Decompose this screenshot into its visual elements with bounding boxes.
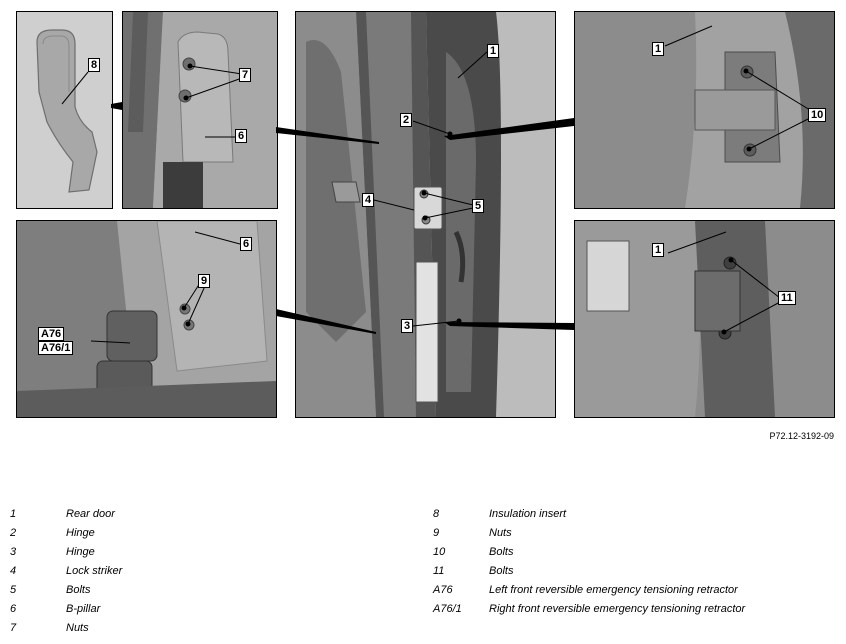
callout-5: 5 [472, 199, 485, 213]
legend-text: Bolts [489, 546, 514, 558]
legend-text: Bolts [66, 584, 91, 596]
b-pillar-lower-illustration [17, 221, 276, 417]
legend-number: 5 [10, 584, 17, 596]
callout-7: 7 [239, 68, 252, 82]
legend-number: 1 [10, 508, 17, 520]
legend-number: 2 [10, 527, 17, 539]
legend-text: Right front reversible emergency tension… [489, 603, 746, 615]
callout-9: 9 [198, 274, 211, 288]
legend-number: 9 [433, 527, 440, 539]
callout-a76-1: A76/1 [38, 341, 74, 355]
legend-number: 11 [433, 565, 445, 577]
callout-1-door: 1 [487, 44, 500, 58]
legend-text: Nuts [66, 622, 89, 634]
callout-3: 3 [401, 319, 414, 333]
panel-door-overview [295, 11, 556, 418]
legend-number: A76 [433, 584, 453, 596]
legend-number: 10 [433, 546, 446, 558]
panel-upper-hinge [574, 11, 835, 209]
callout-10: 10 [808, 108, 827, 122]
legend-text: Hinge [66, 546, 95, 558]
callout-6-lower: 6 [240, 237, 253, 251]
callout-a76: A76 [38, 327, 65, 341]
legend-number: 8 [433, 508, 440, 520]
legend-text: Lock striker [66, 565, 123, 577]
panel-b-pillar-retractors [16, 220, 277, 418]
door-overview-illustration [296, 12, 555, 417]
panel-lower-hinge [574, 220, 835, 418]
legend-number: 3 [10, 546, 17, 558]
callout-11: 11 [778, 291, 796, 305]
legend-number: 7 [10, 622, 17, 634]
callout-1-upper-hinge: 1 [652, 42, 665, 56]
legend-text: Rear door [66, 508, 115, 520]
callout-2: 2 [400, 113, 413, 127]
insulation-insert-illustration [17, 12, 112, 208]
callout-4: 4 [362, 193, 375, 207]
panel-insulation-insert [16, 11, 113, 209]
callout-6-upper: 6 [235, 129, 248, 143]
legend-text: B-pillar [66, 603, 101, 615]
legend-number: 4 [10, 565, 17, 577]
legend-text: Left front reversible emergency tensioni… [489, 584, 738, 596]
legend-number: A76/1 [433, 603, 462, 615]
lower-hinge-illustration [575, 221, 834, 417]
legend-text: Insulation insert [489, 508, 567, 520]
figure-reference: P72.12-3192-09 [769, 431, 834, 441]
legend-number: 6 [10, 603, 17, 615]
legend-text: Nuts [489, 527, 512, 539]
callout-1-lower-hinge: 1 [652, 243, 665, 257]
upper-hinge-illustration [575, 12, 834, 208]
callout-8: 8 [88, 58, 101, 72]
panel-b-pillar-nuts [122, 11, 278, 209]
legend-text: Bolts [489, 565, 514, 577]
legend-text: Hinge [66, 527, 95, 539]
b-pillar-upper-illustration [123, 12, 277, 208]
